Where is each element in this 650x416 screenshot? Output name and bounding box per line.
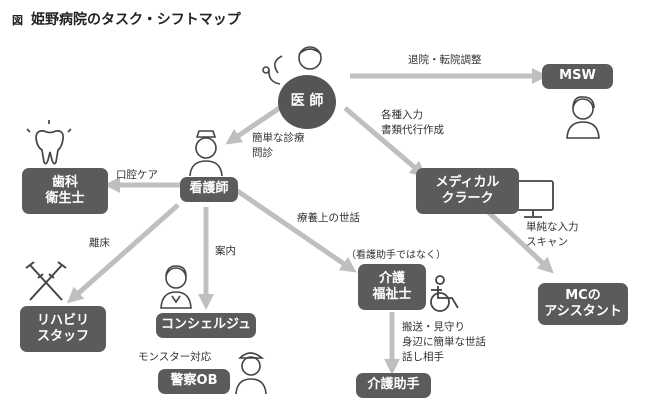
crutches-icon	[25, 261, 67, 301]
label-simple-input: 単純な入力 スキャン	[526, 221, 579, 249]
label-transport: 搬送・見守り 身辺に簡単な世話 話し相手	[402, 321, 486, 364]
node-care-worker: 介護 福祉士	[358, 264, 426, 310]
msw-person-icon	[566, 96, 600, 139]
arrow-clerk-mc	[482, 206, 554, 274]
arrow-doctor-clerk	[343, 106, 427, 178]
node-concierge: コンシェルジュ	[156, 313, 256, 338]
figure-title: 図姫野病院のタスク・シフトマップ	[12, 9, 241, 29]
label-not-aide: （看護助手ではなく）	[346, 250, 446, 261]
node-dental-hygienist: 歯科 衛生士	[22, 168, 108, 214]
label-simple-exam: 簡単な診療 問診	[252, 132, 305, 160]
doctor-icon	[262, 46, 322, 85]
computer-monitor-icon	[512, 180, 554, 218]
node-medical-clerk: メディカル クラーク	[416, 168, 519, 214]
figure-number: 図	[12, 14, 23, 27]
wheelchair-icon	[430, 275, 459, 312]
label-guidance: 案内	[215, 245, 236, 257]
label-mobility: 離床	[89, 237, 110, 249]
figure-title-text: 姫野病院のタスク・シフトマップ	[31, 12, 241, 28]
label-recuperation: 療養上の世話	[297, 212, 360, 224]
node-rehab-staff: リハビリ スタッフ	[20, 306, 106, 352]
police-officer-icon	[235, 352, 267, 395]
node-police-ob: 警察OB	[158, 369, 230, 394]
arrow-nurse-careworker	[234, 187, 357, 273]
node-care-aide: 介護助手	[356, 373, 431, 398]
node-msw: MSW	[542, 64, 613, 89]
label-monster: モンスター対応	[138, 351, 212, 363]
node-nurse: 看護師	[180, 177, 238, 202]
tooth-icon	[26, 120, 72, 165]
nurse-icon	[189, 130, 223, 177]
arrow-doctor-nurse	[225, 100, 289, 145]
label-documents: 各種入力 書類代行作成	[381, 109, 444, 137]
node-doctor: 医 師	[278, 75, 336, 129]
arrow-nurse-rehab	[67, 203, 180, 304]
label-oral-care: 口腔ケア	[116, 169, 158, 181]
label-discharge: 退院・転院調整	[408, 54, 482, 66]
concierge-person-icon	[160, 265, 192, 309]
node-mc-assistant: MCの アシスタント	[538, 283, 628, 325]
